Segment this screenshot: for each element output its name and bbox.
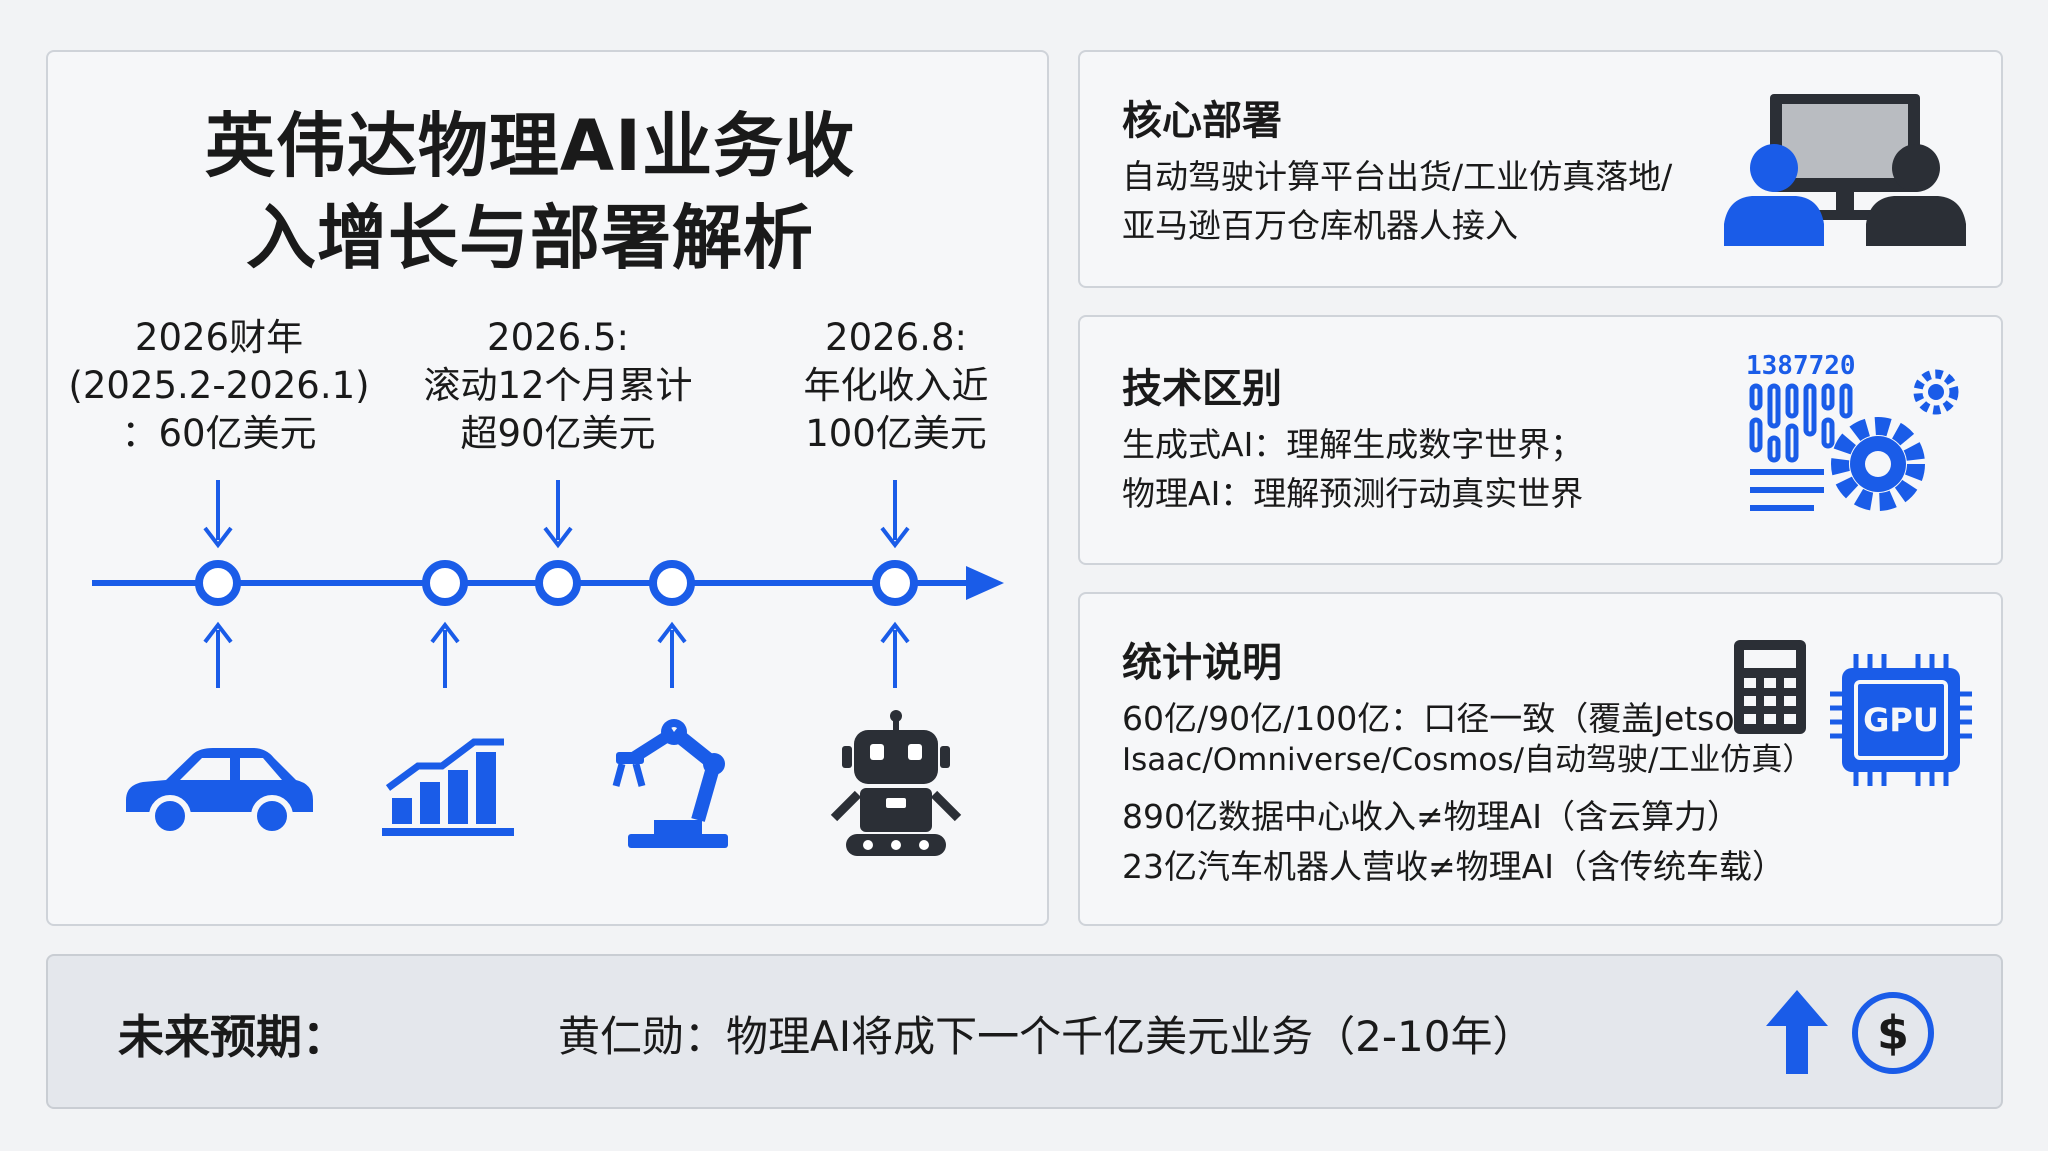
robot-icon [830, 710, 962, 856]
milestone-3: 2026.8: 年化收入近 100亿美元 [736, 314, 1056, 458]
stats-line-1: 60亿/90亿/100亿：口径一致（覆盖Jetson/ [1122, 699, 1767, 738]
tech-line-1: 生成式AI：理解生成数字世界； [1122, 425, 1584, 464]
milestone-1-line-2: (2025.2-2026.1) [68, 364, 370, 407]
up-arrows [203, 621, 910, 688]
down-arrows [203, 480, 910, 549]
gpu-chip-icon: GPU [1830, 654, 1972, 786]
milestone-1-line-3: ：60亿美元 [121, 412, 317, 455]
title-line-1: 英伟达物理AI业务收 [204, 105, 856, 187]
milestone-2-line-1: 2026.5: [487, 316, 629, 359]
data-gear-icon: 1387720 [1746, 351, 1959, 511]
milestone-2-line-3: 超90亿美元 [460, 412, 656, 455]
people-monitor-icon [1724, 94, 1966, 246]
svg-text:$: $ [1877, 1006, 1909, 1060]
timeline [92, 480, 1004, 688]
stats-title: 统计说明 [1122, 640, 1282, 686]
milestone-3-line-2: 年化收入近 [803, 364, 989, 407]
core-line-2: 亚马逊百万仓库机器人接入 [1122, 206, 1518, 245]
milestone-1-line-1: 2026财年 [134, 316, 304, 359]
tech-title: 技术区别 [1122, 366, 1282, 412]
data-digits: 1387720 [1746, 351, 1856, 381]
future-label: 未来预期： [118, 1010, 348, 1064]
core-title: 核心部署 [1122, 98, 1282, 144]
car-icon [126, 748, 313, 837]
title-line-2: 入增长与部署解析 [246, 197, 814, 279]
robot-arm-icon [612, 719, 728, 848]
bar-chart-icon [382, 738, 514, 836]
milestone-3-line-1: 2026.8: [825, 316, 967, 359]
stats-line-3: 890亿数据中心收入≠物理AI（含云算力） [1122, 797, 1740, 836]
up-arrow-icon [1766, 990, 1828, 1074]
calculator-icon [1734, 640, 1806, 734]
future-expectation-bar [46, 954, 2003, 1109]
stats-line-2: Isaac/Omniverse/Cosmos/自动驾驶/工业仿真） [1122, 742, 1814, 778]
core-line-1: 自动驾驶计算平台出货/工业仿真落地/ [1122, 157, 1673, 196]
milestone-2-line-2: 滚动12个月累计 [423, 364, 693, 407]
milestone-2: 2026.5: 滚动12个月累计 超90亿美元 [398, 314, 718, 458]
timeline-nodes [195, 560, 918, 606]
future-text: 黄仁勋：物理AI将成下一个千亿美元业务（2-10年） [558, 1012, 1535, 1061]
dollar-icon: $ [1852, 992, 1934, 1074]
gpu-label: GPU [1863, 701, 1939, 739]
milestone-1: 2026财年 (2025.2-2026.1) ：60亿美元 [59, 314, 379, 458]
stats-line-4: 23亿汽车机器人营收≠物理AI（含传统车载） [1122, 847, 1785, 886]
page-title: 英伟达物理AI业务收 入增长与部署解析 [50, 100, 1010, 284]
milestone-3-line-3: 100亿美元 [805, 412, 987, 455]
tech-line-2: 物理AI：理解预测行动真实世界 [1122, 474, 1584, 513]
